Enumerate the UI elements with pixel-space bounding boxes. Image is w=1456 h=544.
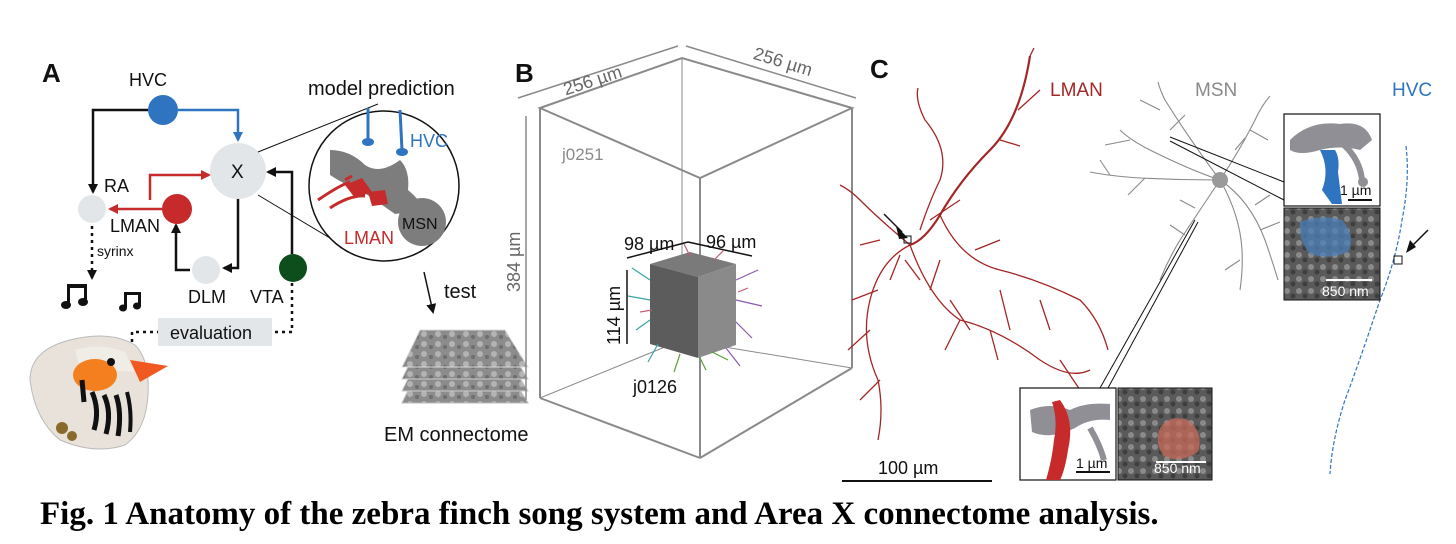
msn-zoom-line-2 (1169, 140, 1285, 201)
hvc-label: HVC (129, 70, 167, 90)
inset1-scale-label: 1 µm (1076, 455, 1107, 471)
dlm-label: DLM (188, 287, 226, 307)
music-note-icon (61, 284, 88, 309)
evaluation-label: evaluation (170, 323, 252, 343)
panel-b-letter: B (515, 58, 534, 88)
lman-neuron-reconstruction (839, 47, 1109, 441)
hvc-axon-roi-box (1393, 255, 1403, 265)
x-label: X (231, 162, 244, 183)
inner-cube (627, 243, 763, 373)
inset-3d-msn-hvc (1283, 113, 1381, 207)
inset2-scale-label: 850 nm (1154, 460, 1201, 476)
hvc-to-x-arrow (178, 108, 243, 142)
inner-dimension-lines (626, 241, 753, 344)
inset-hvc-label: HVC (410, 131, 448, 151)
vta-node (279, 254, 307, 282)
panel-b: B 256 µm 256 µm 384 µm j0251 (504, 43, 857, 459)
outer-top-left-dimension: 256 µm (561, 62, 625, 100)
msn-neuron-reconstruction (1089, 81, 1281, 291)
lman-neuron-pointer-line (883, 213, 903, 233)
lman-to-x-arrow (148, 170, 211, 200)
zebra-finch-illustration (29, 335, 168, 450)
dlm-node (192, 256, 220, 284)
inset-msn-label: MSN (402, 216, 438, 233)
model-prediction-label: model prediction (308, 78, 455, 100)
em-stack-icon (401, 329, 529, 404)
inner-cube-label: j0126 (632, 377, 677, 397)
test-arrow (423, 271, 437, 314)
inner-height-dimension: 114 µm (604, 286, 624, 345)
outer-cube-label: j0251 (561, 145, 604, 164)
panel-a: A HVC RA X LMAN DLM VTA syrinx (29, 58, 529, 450)
ra-label: RA (104, 176, 129, 196)
dlm-to-lman-arrow (171, 223, 190, 272)
vta-label: VTA (250, 287, 284, 307)
model-prediction-neurons (317, 108, 446, 246)
figure-caption: Fig. 1 Anatomy of the zebra finch song s… (40, 496, 1159, 532)
vta-evaluation-dotted (272, 283, 294, 334)
vta-to-x-arrow (266, 167, 294, 254)
inner-top-right-dimension: 96 µm (706, 232, 756, 252)
ra-node (78, 195, 106, 223)
evaluation-box (158, 318, 272, 346)
inset-em-hvc (1283, 207, 1381, 301)
panel-c: C LMAN (839, 47, 1432, 482)
syrinx-label: syrinx (97, 243, 134, 259)
music-note-icon-small (119, 292, 141, 312)
lman-label: LMAN (110, 216, 160, 236)
lman-neuron-roi-box (903, 235, 912, 244)
x-to-dlm-arrow (222, 196, 240, 273)
inset4-scale-label: 850 nm (1322, 283, 1369, 299)
lman-node (162, 194, 192, 224)
panel-a-letter: A (42, 58, 61, 88)
hvc-to-ra-arrow (88, 108, 148, 194)
panel-c-letter: C (870, 54, 889, 84)
main-scale-label: 100 µm (878, 458, 938, 478)
c-msn-label: MSN (1195, 80, 1237, 101)
outer-top-right-dimension: 256 µm (751, 43, 815, 80)
msn-zoom-line-1 (1169, 136, 1285, 183)
x-node (210, 143, 266, 199)
hvc-node (148, 95, 178, 125)
evaluation-left-dotted (130, 330, 160, 345)
inset3-scale-label: 1 µm (1340, 182, 1371, 198)
outer-height-dimension: 384 µm (504, 232, 524, 292)
outer-dimension-lines (517, 45, 857, 400)
inner-top-left-dimension: 98 µm (624, 234, 674, 254)
msn-soma (1212, 172, 1228, 188)
em-connectome-label: EM connectome (384, 424, 529, 446)
outer-cube (537, 56, 855, 459)
inset-lman-label: LMAN (344, 228, 394, 248)
hvc-axon-pointer-arrow (1406, 240, 1416, 253)
inset-3d-msn-lman (1019, 387, 1117, 481)
zoom-line-top (257, 103, 379, 153)
inset-em-lman (1117, 387, 1213, 481)
c-hvc-label: HVC (1392, 80, 1432, 101)
msn-zoom-line-4 (1107, 221, 1199, 389)
test-label: test (444, 281, 477, 303)
c-lman-label: LMAN (1050, 80, 1103, 101)
msn-zoom-line-3 (1099, 219, 1196, 389)
